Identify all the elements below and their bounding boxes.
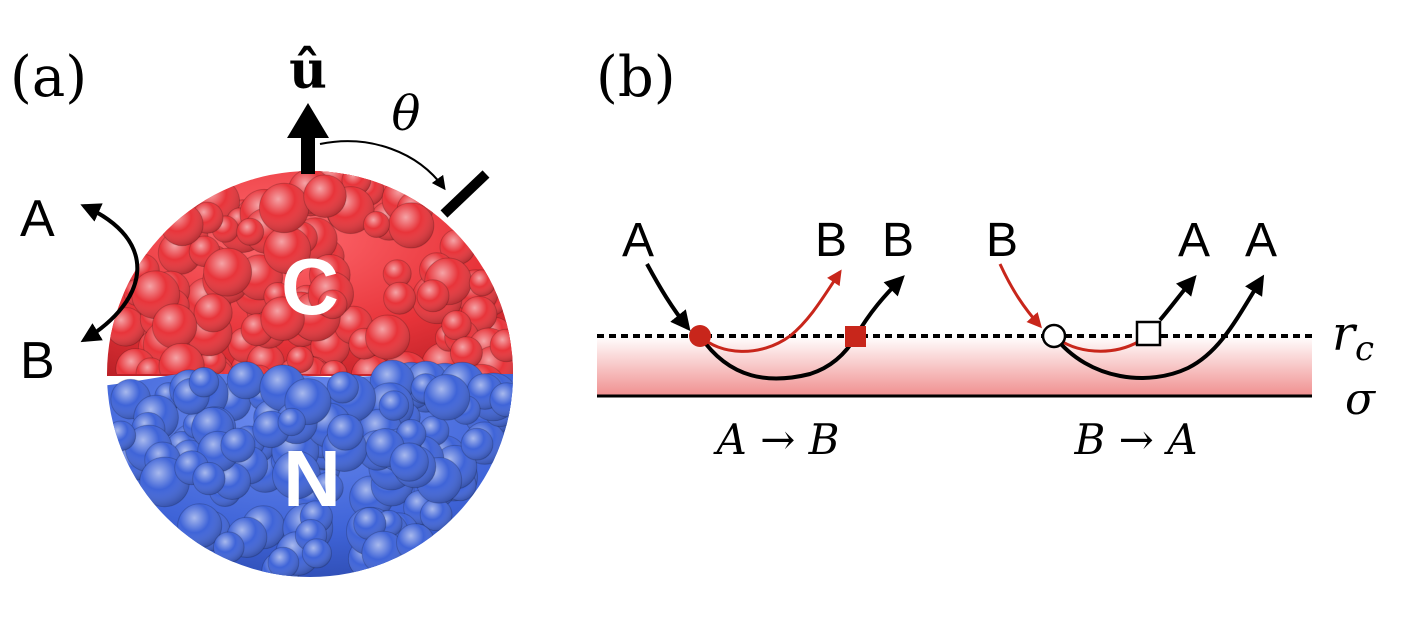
bead-shading — [203, 248, 252, 297]
right-black-trajectory — [1052, 274, 1265, 380]
bead-shading — [268, 547, 299, 577]
bead-shading — [278, 408, 306, 436]
right-entry-marker — [1041, 323, 1067, 349]
bead-shading — [365, 315, 410, 360]
sigma-label: σ — [1345, 374, 1377, 425]
bead-shading — [107, 307, 145, 347]
cap-beads — [107, 171, 513, 374]
bead-shading — [136, 357, 166, 374]
particle-sphere — [107, 171, 513, 577]
bead-shading — [272, 451, 321, 499]
bead-shading — [286, 346, 314, 373]
bead-shading — [303, 174, 347, 218]
bead-shading — [383, 259, 412, 288]
bead-shading — [441, 310, 472, 340]
svg-text:rc: rc — [1332, 306, 1374, 369]
bead-shading — [396, 523, 435, 562]
left-end-red-label: B — [815, 214, 847, 267]
rc-label: rc — [1332, 306, 1374, 369]
bead-shading — [327, 371, 359, 404]
angle-label: θ — [392, 86, 421, 142]
cap-label: C — [281, 242, 339, 331]
right-start-label: B — [986, 214, 1018, 267]
bead-shading — [318, 289, 347, 319]
state-transition-arrow — [80, 203, 140, 343]
right-incoming-arrow — [998, 263, 1042, 329]
bead-shading — [227, 361, 265, 399]
bead-shading — [263, 226, 311, 274]
bead-shading — [461, 428, 493, 460]
bead-shading — [417, 279, 449, 312]
vector-label: û — [289, 40, 327, 101]
panel-a-label: (a) — [10, 45, 87, 110]
bead-shading — [213, 532, 245, 563]
bead-shading — [353, 507, 386, 540]
bead-shading — [424, 374, 470, 421]
bead-shading — [194, 293, 233, 332]
right-exit-marker — [1135, 320, 1162, 347]
left-caption: A → B — [712, 415, 839, 464]
theta-arc-arrow — [319, 140, 446, 191]
bead-shading — [420, 498, 452, 531]
bead-shading — [450, 336, 483, 369]
bead-shading — [302, 538, 332, 568]
bead-shading — [312, 472, 344, 504]
left-end-black-label: B — [882, 214, 914, 267]
tilted-axis — [440, 170, 490, 218]
bead-shading — [260, 296, 305, 341]
bottom-beads — [107, 359, 513, 577]
left-entry-marker — [689, 325, 711, 347]
bead-shading — [490, 329, 513, 362]
bead-shading — [107, 421, 136, 451]
bead-shading — [236, 218, 264, 246]
bead-shading — [396, 419, 426, 450]
right-caption: B → A — [1073, 415, 1197, 464]
bead-shading — [379, 390, 409, 421]
bead-shading — [160, 203, 204, 246]
right-end-black1-label: A — [1178, 214, 1210, 267]
bead-shading — [220, 428, 255, 463]
bead-shading — [192, 462, 226, 495]
bead-shading — [363, 211, 390, 238]
bead-shading — [259, 183, 309, 233]
bead-shading — [159, 343, 205, 374]
panel-a: (a) C N û θ A B — [10, 40, 513, 577]
panel-b: (b) rc σ A B B A → B B A A — [596, 45, 1377, 464]
panel-b-label: (b) — [596, 45, 676, 110]
bead-shading — [469, 269, 496, 296]
event-a-to-b: A B B A → B — [622, 214, 914, 464]
left-exit-marker — [845, 326, 866, 347]
right-short-arrow — [1158, 274, 1197, 322]
left-incoming-arrow — [645, 263, 691, 332]
bead-shading — [189, 367, 219, 398]
bead-shading — [383, 282, 416, 315]
bead-shading — [115, 348, 156, 374]
right-end-black2-label: A — [1245, 214, 1277, 267]
bottom-label: N — [283, 434, 341, 523]
event-b-to-a: B A A B → A — [986, 214, 1277, 464]
bead-shading — [320, 360, 348, 374]
orientation-vector — [287, 103, 329, 174]
bead-shading — [390, 442, 429, 482]
left-black-trajectory — [698, 275, 905, 381]
state-b-label: B — [20, 332, 55, 390]
bead-shading — [327, 414, 364, 451]
bead-shading — [489, 382, 513, 417]
bead-shading — [152, 303, 197, 349]
left-red-trajectory — [698, 269, 842, 353]
state-a-label: A — [20, 190, 55, 248]
bead-shading — [388, 202, 434, 248]
left-start-label: A — [622, 214, 654, 267]
